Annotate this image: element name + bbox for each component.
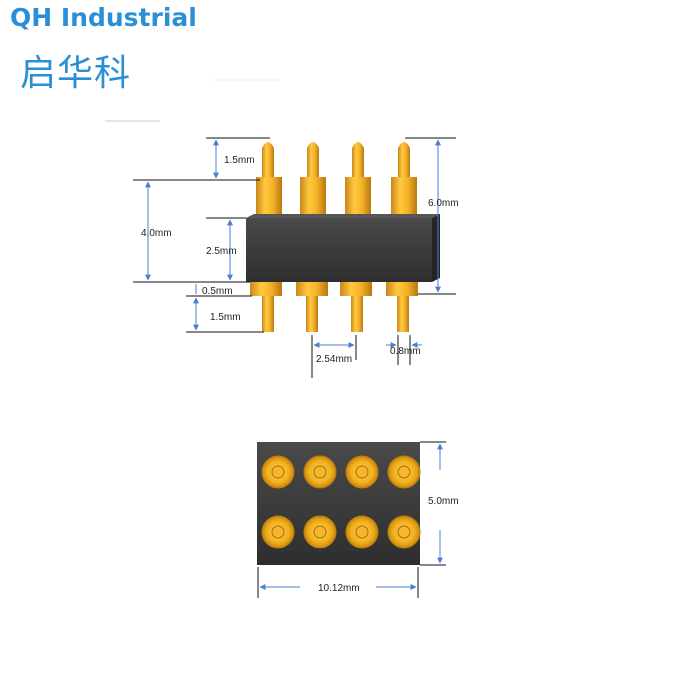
contact-pad — [345, 455, 379, 489]
body-height-label: 2.5mm — [206, 246, 237, 257]
gap-height-label: 0.5mm — [202, 286, 233, 297]
pitch-label: 2.54mm — [316, 354, 352, 365]
brand-name-chinese: 启华科 — [20, 53, 132, 94]
contact-pad — [303, 455, 337, 489]
side-view: 1.5mm 6.0mm 4.0mm 2.5mm 0.5mm 1.5mm 2.54… — [133, 137, 459, 378]
top-width-label: 10.12mm — [318, 583, 360, 594]
contact-pad — [261, 455, 295, 489]
top-view: 5.0mm 10.12mm — [257, 441, 459, 598]
pin — [340, 142, 372, 332]
contact-pad — [387, 455, 421, 489]
contact-pad — [303, 515, 337, 549]
overall-height-label: 6.0mm — [428, 198, 459, 209]
tail-length-label: 1.5mm — [210, 312, 241, 323]
contact-pad — [261, 515, 295, 549]
upper-height-label: 4.0mm — [141, 228, 172, 239]
contact-pad — [345, 515, 379, 549]
contact-pad — [387, 515, 421, 549]
tail-diameter-label: 0.8mm — [390, 346, 421, 357]
tip-height-label: 1.5mm — [224, 155, 255, 166]
pin — [386, 142, 418, 332]
brand-name-english: QH Industrial — [10, 3, 197, 32]
insulator-body — [246, 214, 440, 282]
top-height-label: 5.0mm — [428, 496, 459, 507]
pin — [250, 142, 282, 332]
pin — [296, 142, 328, 332]
